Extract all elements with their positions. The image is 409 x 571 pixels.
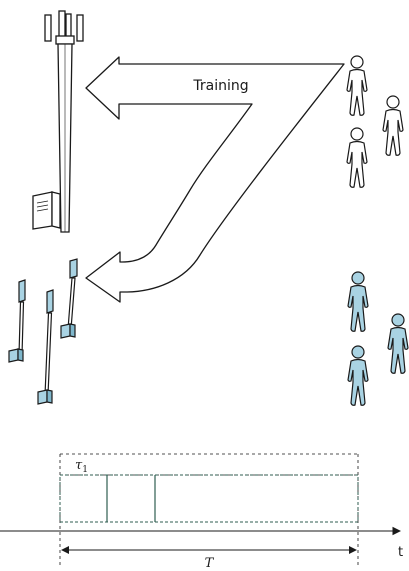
access-point — [8, 279, 26, 363]
access-point — [37, 289, 54, 405]
time-axis-label: t — [398, 545, 403, 560]
training-label: Training — [192, 78, 248, 94]
person-icon — [387, 313, 409, 374]
person-icon — [382, 95, 404, 156]
training-arrow: Training — [85, 56, 345, 303]
users-bottom-group — [347, 271, 409, 406]
person-icon — [347, 345, 369, 406]
person-icon — [347, 271, 369, 332]
users-top-group — [346, 55, 404, 188]
duration-label: T — [205, 556, 215, 571]
person-icon — [346, 55, 368, 116]
frame-timeline: τ1 t T — [0, 453, 403, 571]
tau-label: τ1 — [75, 458, 88, 475]
person-icon — [346, 127, 368, 188]
access-point — [60, 258, 78, 339]
frame-box — [59, 474, 359, 523]
cell-tower-icon — [32, 10, 84, 233]
distributed-antenna-icon — [8, 258, 78, 405]
